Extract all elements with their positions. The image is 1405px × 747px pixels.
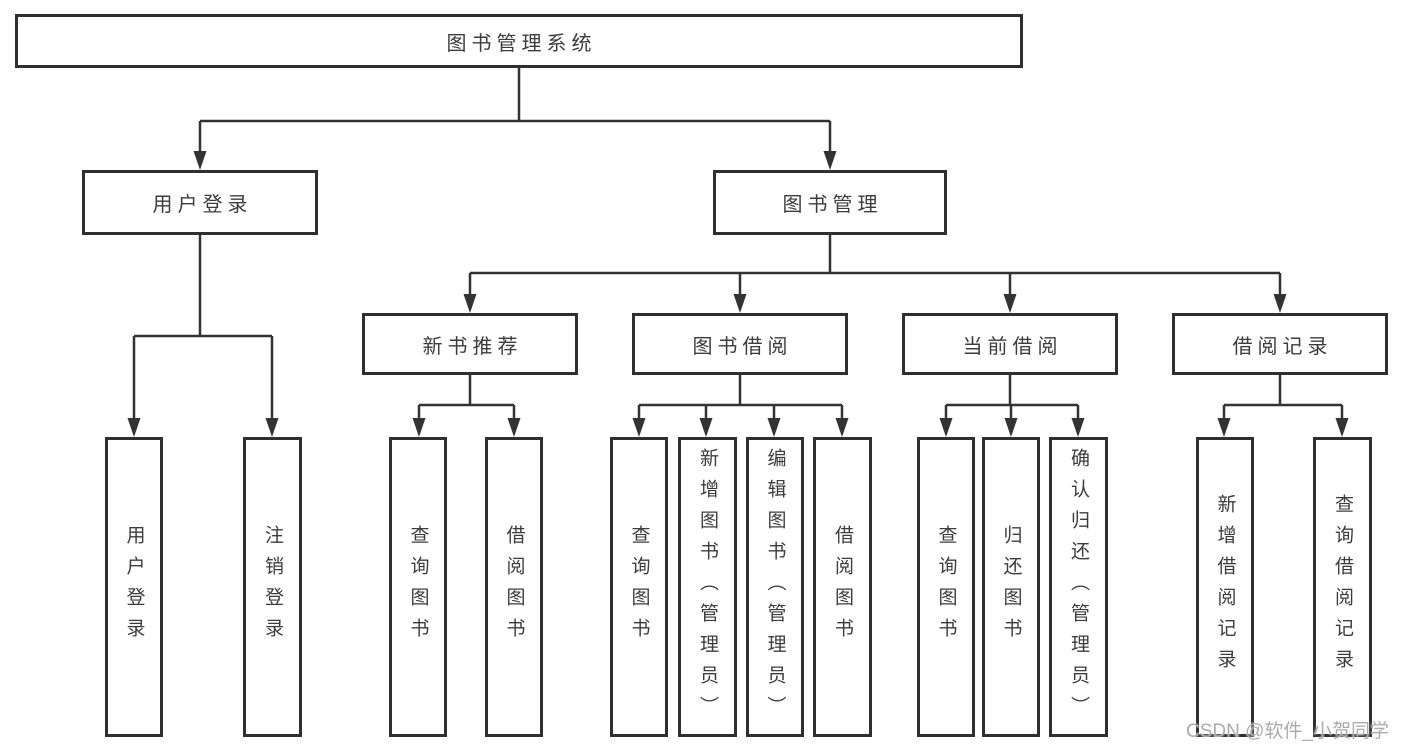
node-root-library-system: 图书管理系统: [15, 14, 1023, 68]
leaf-label: 查询图书: [407, 525, 429, 649]
leaf-label: 确认归还（管理员）: [1068, 448, 1089, 727]
leaf-label: 新增图书（管理员）: [697, 448, 718, 727]
leaf-label: 查询图书: [935, 525, 957, 649]
leaf-label: 借阅图书: [503, 525, 525, 649]
leaf-edit-books-admin: 编辑图书（管理员）: [746, 437, 804, 737]
leaf-add-borrow-record: 新增借阅记录: [1196, 437, 1254, 737]
node-book-management: 图书管理: [713, 170, 947, 235]
node-new-book-recommend: 新书推荐: [362, 313, 578, 375]
node-label: 借阅记录: [1232, 335, 1333, 358]
node-book-borrow: 图书借阅: [632, 313, 848, 375]
node-current-borrow: 当前借阅: [902, 313, 1118, 375]
leaf-label: 查询借阅记录: [1332, 494, 1353, 680]
node-label: 图书借阅: [692, 335, 793, 358]
leaf-borrow-borrow-books: 借阅图书: [813, 437, 872, 737]
leaf-confirm-return-admin: 确认归还（管理员）: [1049, 437, 1108, 737]
node-label: 新书推荐: [422, 335, 523, 358]
arrowhead-icons: [127, 151, 1349, 437]
leaf-label: 注销登录: [262, 525, 283, 649]
leaf-recommend-borrow-books: 借阅图书: [485, 437, 543, 737]
leaf-label: 查询图书: [628, 525, 650, 649]
node-label: 用户登录: [152, 194, 253, 216]
node-user-login: 用户登录: [82, 170, 318, 235]
node-label: 图书管理系统: [446, 32, 597, 55]
csdn-watermark: CSDN @软件_小贺同学: [1186, 721, 1389, 742]
leaf-return-books: 归还图书: [982, 437, 1040, 737]
leaf-label: 编辑图书（管理员）: [764, 448, 786, 727]
leaf-recommend-query-books: 查询图书: [389, 437, 447, 737]
node-label: 图书管理: [782, 194, 883, 216]
leaf-borrow-query-books: 查询图书: [610, 437, 668, 737]
connector-paths: [132, 68, 1344, 422]
node-label: 当前借阅: [962, 335, 1063, 358]
leaf-label: 归还图书: [1000, 525, 1022, 649]
leaf-label: 借阅图书: [832, 525, 853, 649]
leaf-query-borrow-record: 查询借阅记录: [1313, 437, 1372, 737]
leaf-current-query-books: 查询图书: [917, 437, 975, 737]
leaf-user-login: 用户登录: [105, 437, 163, 737]
leaf-add-books-admin: 新增图书（管理员）: [678, 437, 737, 737]
leaf-logout: 注销登录: [243, 437, 302, 737]
node-borrow-records: 借阅记录: [1172, 313, 1388, 375]
leaf-label: 新增借阅记录: [1214, 494, 1236, 680]
leaf-label: 用户登录: [123, 525, 145, 649]
